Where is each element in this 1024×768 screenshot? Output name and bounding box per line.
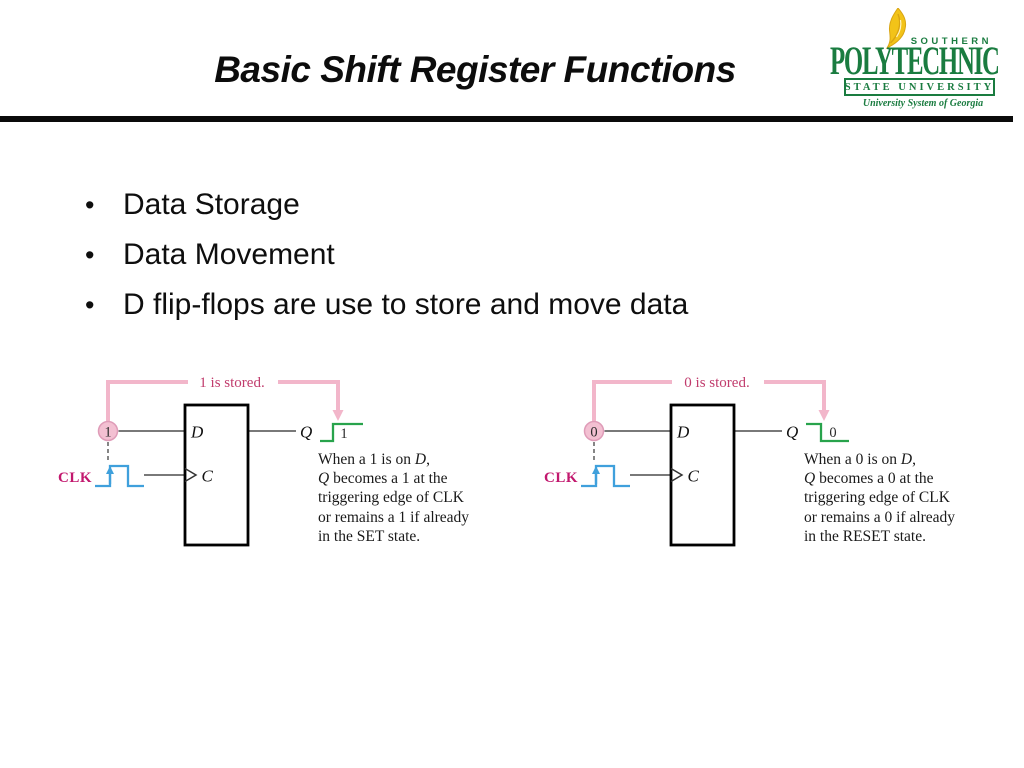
slide-title: Basic Shift Register Functions [214,49,736,90]
logo-state-university-bar: STATE UNIVERSITY [844,78,995,96]
input-value: 1 [104,425,111,441]
clock-edge-triangle [184,467,198,483]
flame-icon [885,8,907,50]
feedback-arrowhead [818,410,830,421]
bullet-text: D flip-flops are use to store and move d… [123,288,689,321]
stored-label-backdrop [672,373,764,390]
logo-polytechnic-text: POLYTECHNIC [830,38,1000,83]
input-value-bubble [97,420,119,442]
output-value: 0 [829,425,836,441]
d-pin-label: D [190,423,204,442]
c-pin-label: C [202,467,214,486]
bullet-list: • Data Storage • Data Movement • D flip-… [85,180,688,330]
clk-pulse-waveform [581,464,630,488]
clock-edge-triangle [670,467,684,483]
clk-pulse-waveform [95,464,144,488]
university-logo: SOUTHERN POLYTECHNIC STATE UNIVERSITY Un… [828,8,1008,112]
bullet-text: Data Storage [123,188,300,221]
clk-edge-arrowhead [106,466,114,474]
output-value: 1 [340,426,347,442]
stored-label: 0 is stored. [684,375,749,391]
logo-state-university-text: STATE UNIVERSITY [844,81,995,93]
q-output-waveform [320,422,363,443]
clk-label: CLK [544,470,578,486]
bullet-item: • Data Storage [85,180,688,230]
stored-label: 1 is stored. [199,375,264,391]
stored-label-backdrop [188,373,278,390]
q-pin-label: Q [786,423,798,442]
bullet-text: Data Movement [123,238,335,271]
d-flipflop-diagram-set: 1 is stored. 1 D C Q CLK 1 When a 1 is o… [50,360,490,565]
q-output-waveform [806,422,849,443]
feedback-arrowhead [332,410,344,421]
flipflop-schematic-set: 1 is stored. 1 D C Q CLK 1 [58,373,363,547]
logo-southern-text: SOUTHERN [910,36,992,47]
d-flipflop-diagram-reset: 0 is stored. 0 D C Q CLK 0 When a 0 is o… [536,360,976,565]
bullet-dot: • [85,239,95,270]
bullet-item: • Data Movement [85,230,688,280]
d-pin-label: D [676,423,690,442]
clk-edge-arrowhead [592,466,600,474]
bullet-dot: • [85,189,95,220]
q-pin-label: Q [300,423,312,442]
bullet-item: • D flip-flops are use to store and move… [85,280,688,330]
input-value-bubble [583,420,605,442]
bullet-dot: • [85,289,95,320]
c-pin-label: C [688,467,700,486]
clk-label: CLK [58,470,92,486]
input-value: 0 [590,425,597,441]
logo-tagline: University System of Georgia [862,98,984,109]
flipflop-schematic-reset: 0 is stored. 0 D C Q CLK 0 [544,373,849,547]
title-divider [0,116,1013,122]
